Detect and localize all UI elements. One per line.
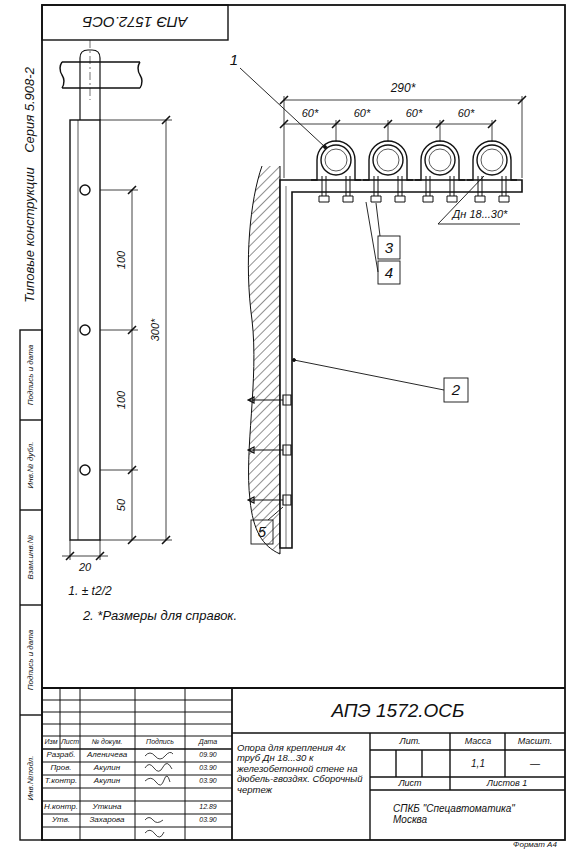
callout-number: 3 <box>385 240 393 257</box>
callout-number: 1 <box>230 52 238 69</box>
dimension: 60* <box>458 107 475 119</box>
table-cell: Изм <box>45 738 58 746</box>
table-cell: Разраб. <box>47 751 76 760</box>
table-cell: Акулин <box>94 764 120 773</box>
series-text: Типовые конструкции <box>23 167 37 302</box>
table-cell: Подпись <box>146 738 174 746</box>
table-cell: Н.контр. <box>44 803 78 812</box>
bolt-nut <box>447 176 457 202</box>
pipe-clamp <box>363 141 413 180</box>
document-code: АПЭ 1572.ОСБ <box>332 701 465 722</box>
callout-number: 4 <box>385 265 393 282</box>
title-cell: Лист <box>398 779 421 789</box>
table-cell: Лист <box>61 738 79 746</box>
pipe-clamp <box>311 141 361 180</box>
table-cell: Утв. <box>52 816 70 825</box>
bolt-nut <box>371 176 381 202</box>
bolt-nut <box>423 176 433 202</box>
pipe-diameter: Дн 18...30* <box>453 208 508 220</box>
organization: СПКБ "Спецавтоматика" Москва <box>393 803 543 825</box>
table-cell: Аленичева <box>87 751 127 760</box>
bolt-nut <box>343 176 353 202</box>
title-cell: Лит. <box>399 737 420 747</box>
table-cell: Дата <box>199 738 217 746</box>
dimension: 60* <box>406 107 423 119</box>
dimension: 20 <box>79 561 91 573</box>
dimension: 60* <box>354 107 371 119</box>
callout-number: 5 <box>258 524 266 541</box>
drawing-title: Опора для крепления 4х труб Дн 18...30 к… <box>237 743 365 795</box>
bolt-nut <box>319 176 329 202</box>
dimension: 100 <box>115 391 127 409</box>
table-cell: Уткина <box>93 803 122 812</box>
table-cell: Захарова <box>89 816 124 825</box>
title-cell: 1,1 <box>471 758 485 769</box>
stamp-code: АПЭ 1572.ОСБ <box>83 14 188 31</box>
pipe-clamp <box>467 141 517 180</box>
table-cell: 12.89 <box>199 803 217 811</box>
series-text: Серия 5.908-2 <box>23 67 37 153</box>
dimension: 50 <box>115 499 127 511</box>
margin-cell: Подпись и дата <box>27 345 36 406</box>
title-cell: Масса <box>465 737 492 747</box>
table-cell: 03.90 <box>199 764 217 772</box>
table-cell: 03.90 <box>199 816 217 824</box>
sheet-format: Формат А4 <box>513 841 557 850</box>
margin-cell: Инв.№подл. <box>27 755 36 800</box>
table-cell: 03.90 <box>199 777 217 785</box>
pipe <box>321 145 351 175</box>
table-cell: Т.контр. <box>45 777 77 786</box>
pipe <box>425 145 455 175</box>
title-cell: — <box>530 758 540 769</box>
title-cell: Листов 1 <box>487 779 527 789</box>
table-cell: Пров. <box>50 764 71 773</box>
margin-cell: Взам.инв.№ <box>27 534 36 579</box>
dimension: 290* <box>391 82 416 95</box>
pipe-clamp <box>415 141 465 180</box>
bolt-nut <box>499 176 509 202</box>
pipe <box>373 145 403 175</box>
callout-number: 2 <box>452 382 460 399</box>
pipe <box>477 145 507 175</box>
note: 2. *Размеры для справок. <box>83 609 237 623</box>
margin-cell: Инв.№ дубл. <box>27 442 36 489</box>
dimension: 60* <box>302 107 319 119</box>
dimension: 300* <box>149 319 161 342</box>
table-cell: 09.90 <box>199 751 217 759</box>
title-cell: Масшт. <box>518 737 552 747</box>
bolt-nut <box>395 176 405 202</box>
table-cell: Акулин <box>94 777 120 786</box>
margin-cell: Подпись и дата <box>27 630 36 691</box>
dimension: 100 <box>115 251 127 269</box>
table-cell: № докум. <box>92 738 123 746</box>
note: 1. ± t2/2 <box>68 585 111 598</box>
